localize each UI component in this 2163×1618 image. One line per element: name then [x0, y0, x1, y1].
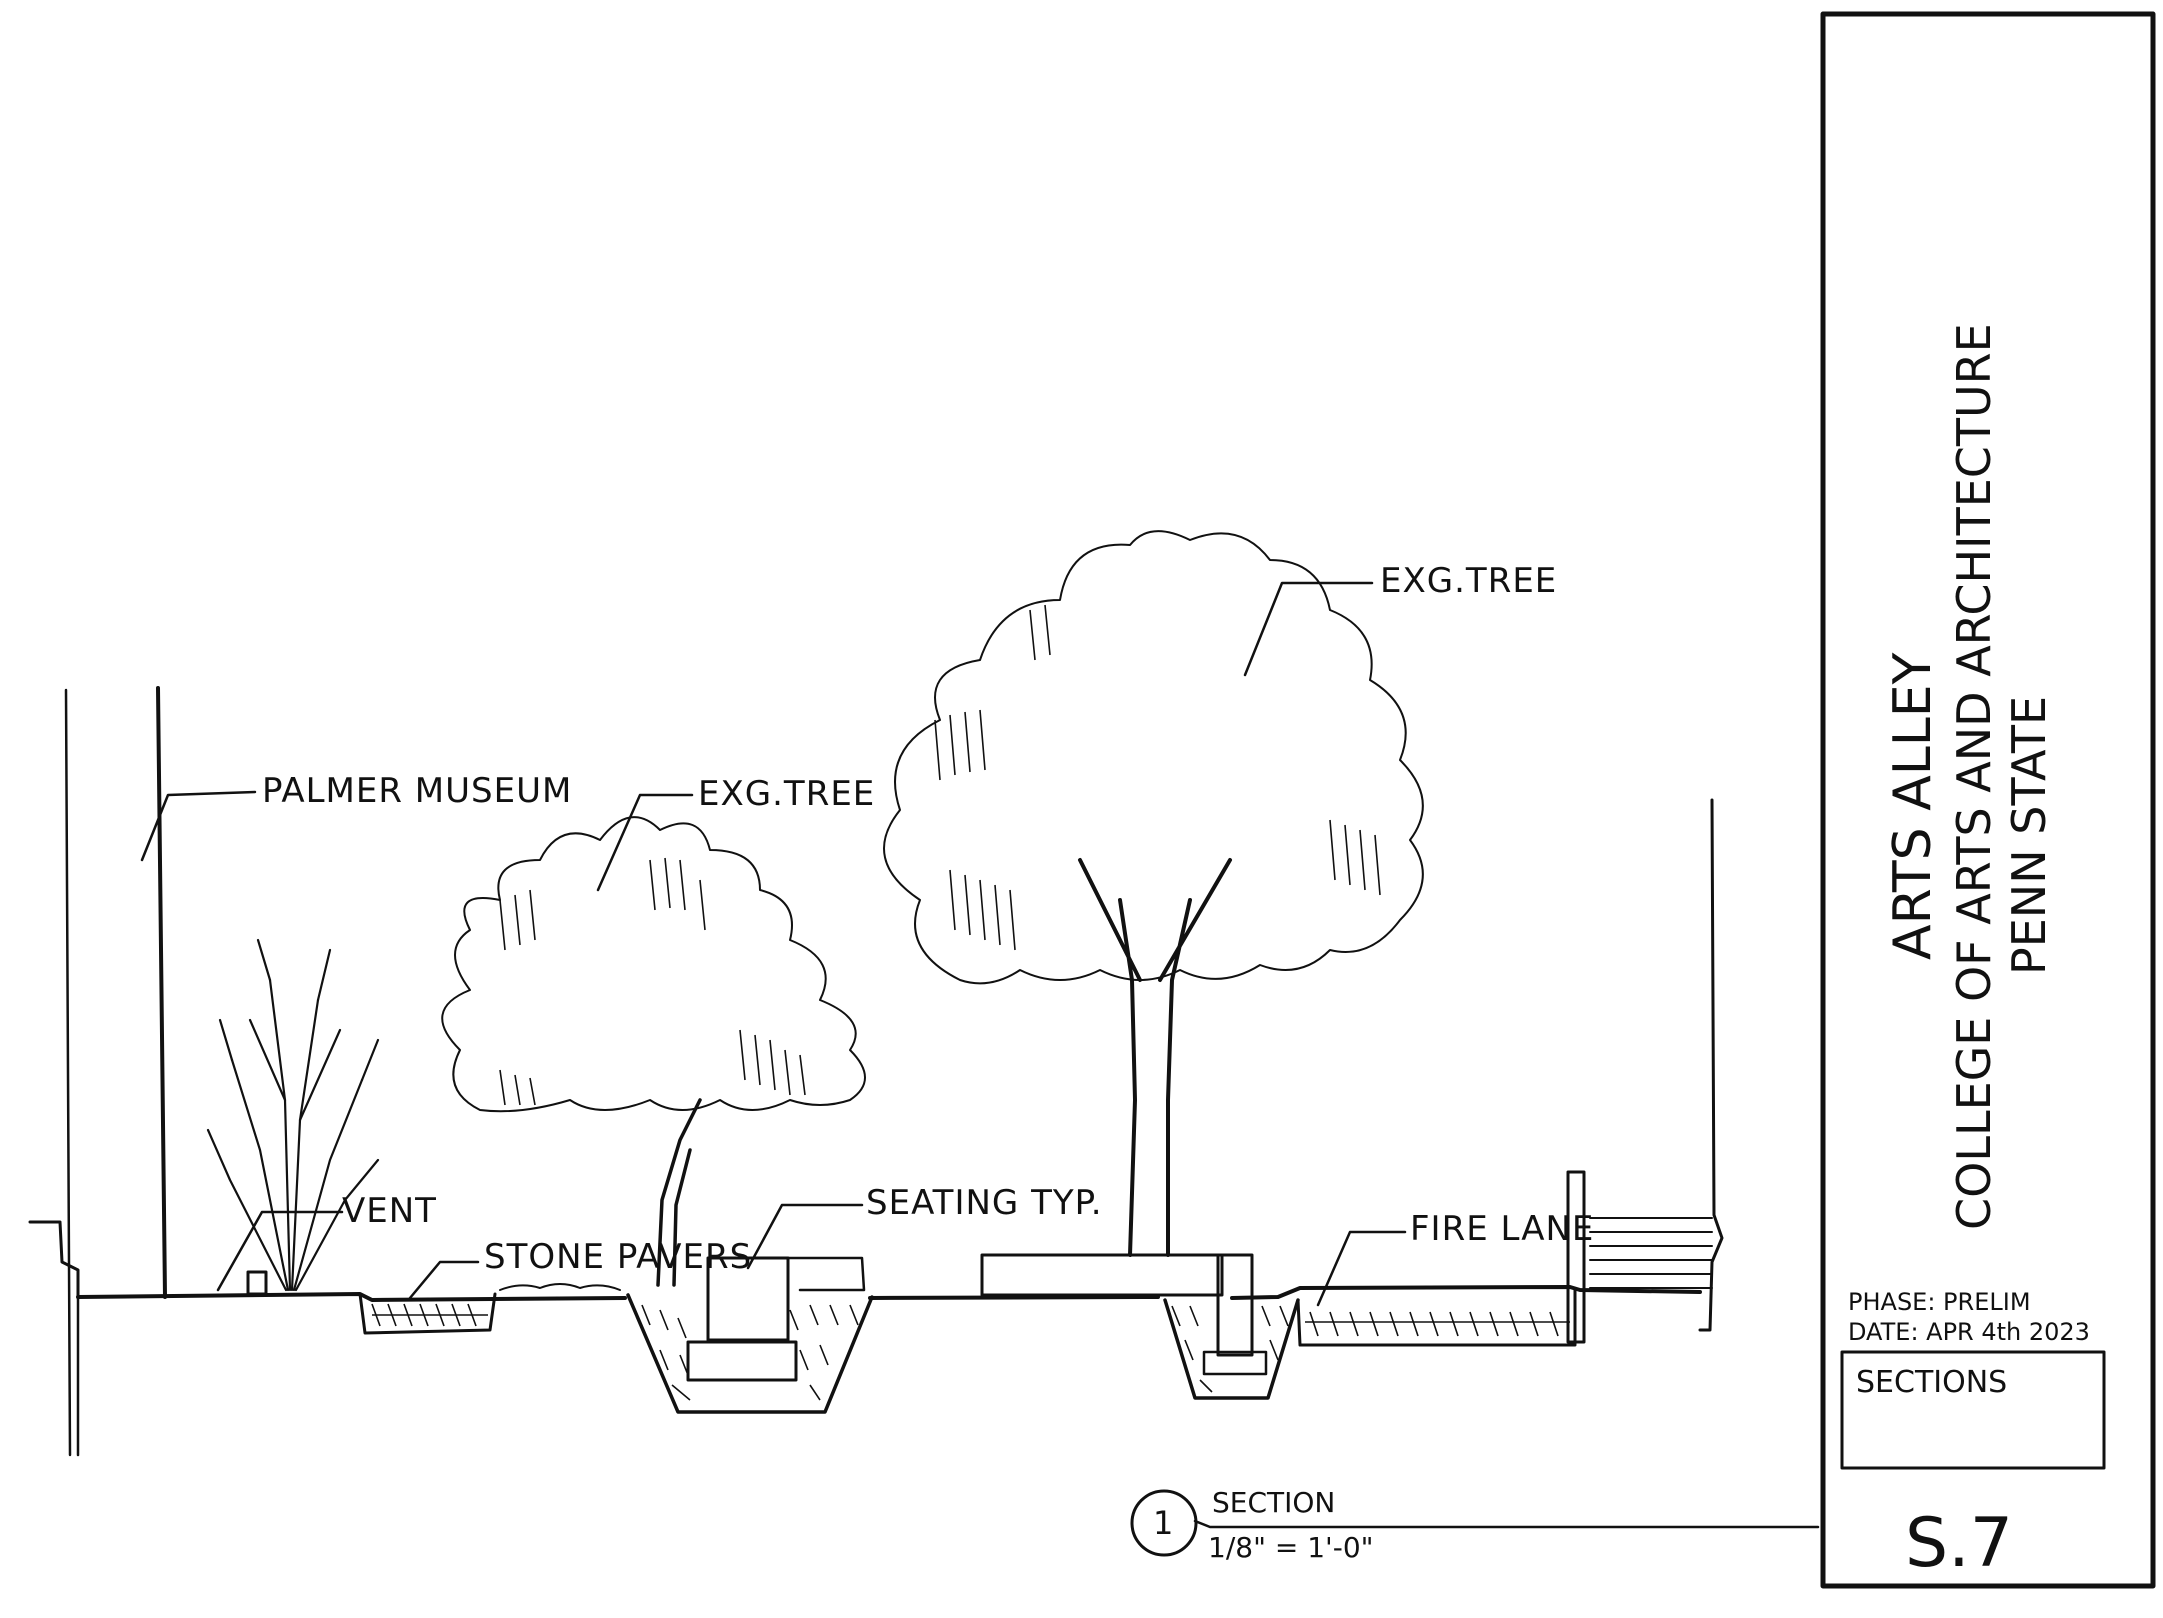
- stone-paver-bed: [358, 1292, 497, 1335]
- college-name: COLLEGE OF ARTS AND ARCHITECTURE: [1947, 323, 2001, 1230]
- right-planter-hatch: [1171, 1305, 1289, 1393]
- paver-rocks: [499, 1283, 621, 1291]
- section-leader-line: [1193, 1519, 1820, 1529]
- left-edge-line: [64, 688, 72, 1457]
- seating-label: SEATING TYP.: [866, 1183, 1103, 1223]
- exg-tree-left-leader: [596, 793, 694, 892]
- sheet-title-box: [1840, 1350, 2106, 1470]
- tree-right-trunk: [1078, 858, 1232, 1257]
- seating-block-base: [686, 1340, 798, 1382]
- seating-block-upper: [706, 1256, 790, 1342]
- exg-tree-left-label: EXG.TREE: [698, 774, 875, 814]
- phase-text: PHASE: PRELIM: [1848, 1288, 2031, 1316]
- tree-planter-cap: [980, 1253, 1224, 1297]
- tree-left-canopy: [441, 816, 866, 1113]
- fire-lane-slab: [1296, 1288, 1577, 1347]
- fire-lane-hatch: [1305, 1311, 1570, 1337]
- section-title: SECTION: [1212, 1486, 1335, 1519]
- stone-pavers-label: STONE PAVERS: [484, 1237, 752, 1277]
- tree-right-canopy: [883, 530, 1424, 985]
- right-building-wall: [1698, 798, 1724, 1332]
- vent-label: VENT: [342, 1191, 437, 1231]
- section-number-circle: [1130, 1489, 1198, 1557]
- vent-box: [246, 1270, 268, 1296]
- tree-left-trunk: [656, 1098, 702, 1287]
- university-name: PENN STATE: [2002, 696, 2056, 975]
- left-planter-hatch: [641, 1304, 859, 1401]
- fire-lane-leader: [1316, 1230, 1407, 1307]
- sheet-number: S.7: [1905, 1504, 2013, 1583]
- ground-and-walls: [28, 686, 1724, 1457]
- left-planter-pit: [626, 1293, 874, 1414]
- section-number: 1: [1153, 1504, 1173, 1542]
- palmer-museum-leader: [140, 790, 257, 862]
- stair-treads: [1589, 1217, 1713, 1289]
- palmer-museum-wall: [156, 686, 167, 1299]
- fire-lane-label: FIRE LANE: [1410, 1209, 1594, 1249]
- vent-leader: [216, 1210, 344, 1292]
- tree-right-large: [883, 530, 1424, 1257]
- seating-leader: [746, 1203, 864, 1270]
- shrub-left: [206, 938, 380, 1292]
- ground-line: [76, 1285, 1702, 1302]
- section-callout: 1 SECTION 1/8" = 1'-0": [1130, 1486, 1820, 1564]
- seating-ledge: [786, 1256, 866, 1292]
- title-block: ARTS ALLEY COLLEGE OF ARTS AND ARCHITECT…: [1820, 11, 2156, 1589]
- tree-left-small: [441, 816, 866, 1287]
- left-wall-cap: [28, 1220, 80, 1299]
- right-planter-pit: [1163, 1298, 1300, 1400]
- stone-paver-hatch: [371, 1303, 488, 1327]
- fire-lane-post: [1566, 1170, 1586, 1344]
- tree-right-canopy-hatch: [934, 604, 1381, 951]
- sheet-title: SECTIONS: [1856, 1365, 2007, 1400]
- right-seating-base: [1202, 1350, 1268, 1376]
- palmer-museum-label: PALMER MUSEUM: [262, 771, 572, 811]
- tree-left-canopy-hatch: [499, 857, 806, 1106]
- title-block-frame: [1820, 11, 2156, 1589]
- section-scale: 1/8" = 1'-0": [1208, 1531, 1374, 1564]
- exg-tree-right-label: EXG.TREE: [1380, 561, 1557, 601]
- right-seating-post: [1216, 1253, 1254, 1357]
- stone-pavers-leader: [408, 1260, 480, 1300]
- project-name: ARTS ALLEY: [1883, 652, 1943, 960]
- date-text: DATE: APR 4th 2023: [1848, 1318, 2090, 1346]
- exg-tree-right-leader: [1243, 581, 1374, 677]
- annotation-labels: PALMER MUSEUM EXG.TREE EXG.TREE VENT STO…: [140, 561, 1594, 1307]
